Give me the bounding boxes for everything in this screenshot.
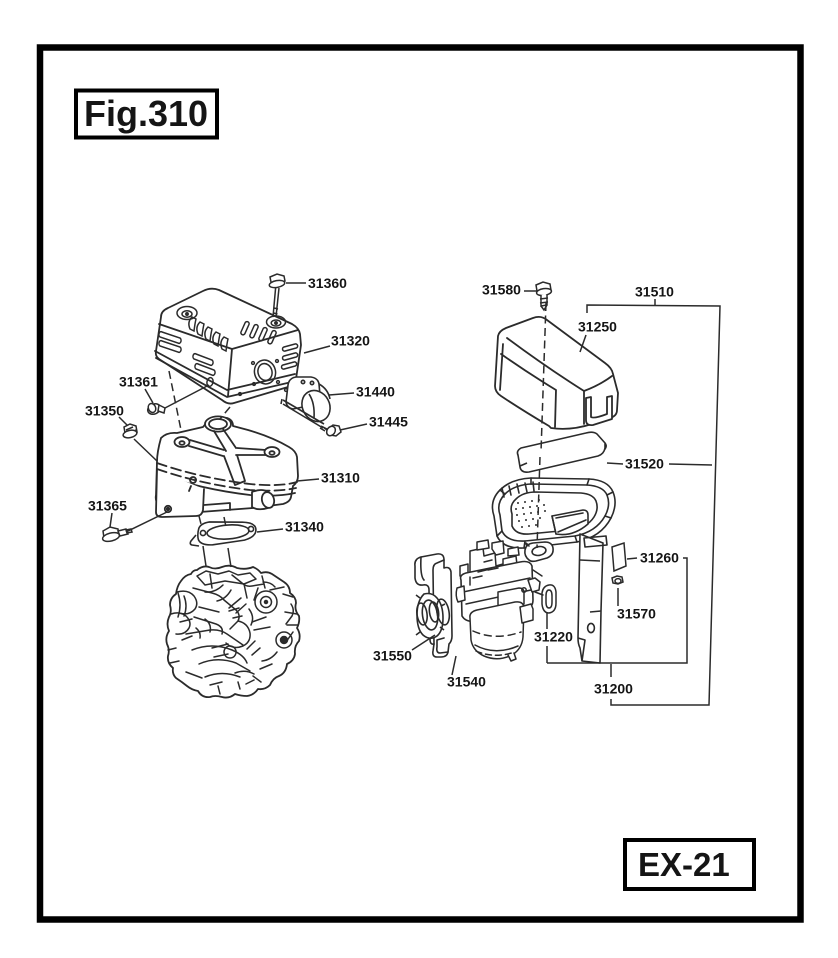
svg-text:31361: 31361 — [119, 374, 158, 390]
svg-text:31260: 31260 — [640, 550, 679, 566]
svg-text:31365: 31365 — [88, 498, 127, 514]
svg-text:31445: 31445 — [369, 414, 408, 430]
svg-text:31580: 31580 — [482, 282, 521, 298]
svg-text:31440: 31440 — [356, 384, 395, 400]
svg-text:31570: 31570 — [617, 606, 656, 622]
svg-text:EX-21: EX-21 — [638, 846, 730, 883]
svg-text:31320: 31320 — [331, 333, 370, 349]
svg-text:31350: 31350 — [85, 403, 124, 419]
svg-text:31250: 31250 — [578, 319, 617, 335]
svg-text:31340: 31340 — [285, 519, 324, 535]
svg-text:31510: 31510 — [635, 284, 674, 300]
svg-text:Fig.310: Fig.310 — [84, 93, 208, 134]
svg-text:31540: 31540 — [447, 674, 486, 690]
svg-text:31550: 31550 — [373, 648, 412, 664]
svg-text:31200: 31200 — [594, 681, 633, 697]
svg-text:31310: 31310 — [321, 470, 360, 486]
svg-text:31520: 31520 — [625, 456, 664, 472]
svg-text:31360: 31360 — [308, 275, 347, 291]
svg-text:31220: 31220 — [534, 629, 573, 645]
